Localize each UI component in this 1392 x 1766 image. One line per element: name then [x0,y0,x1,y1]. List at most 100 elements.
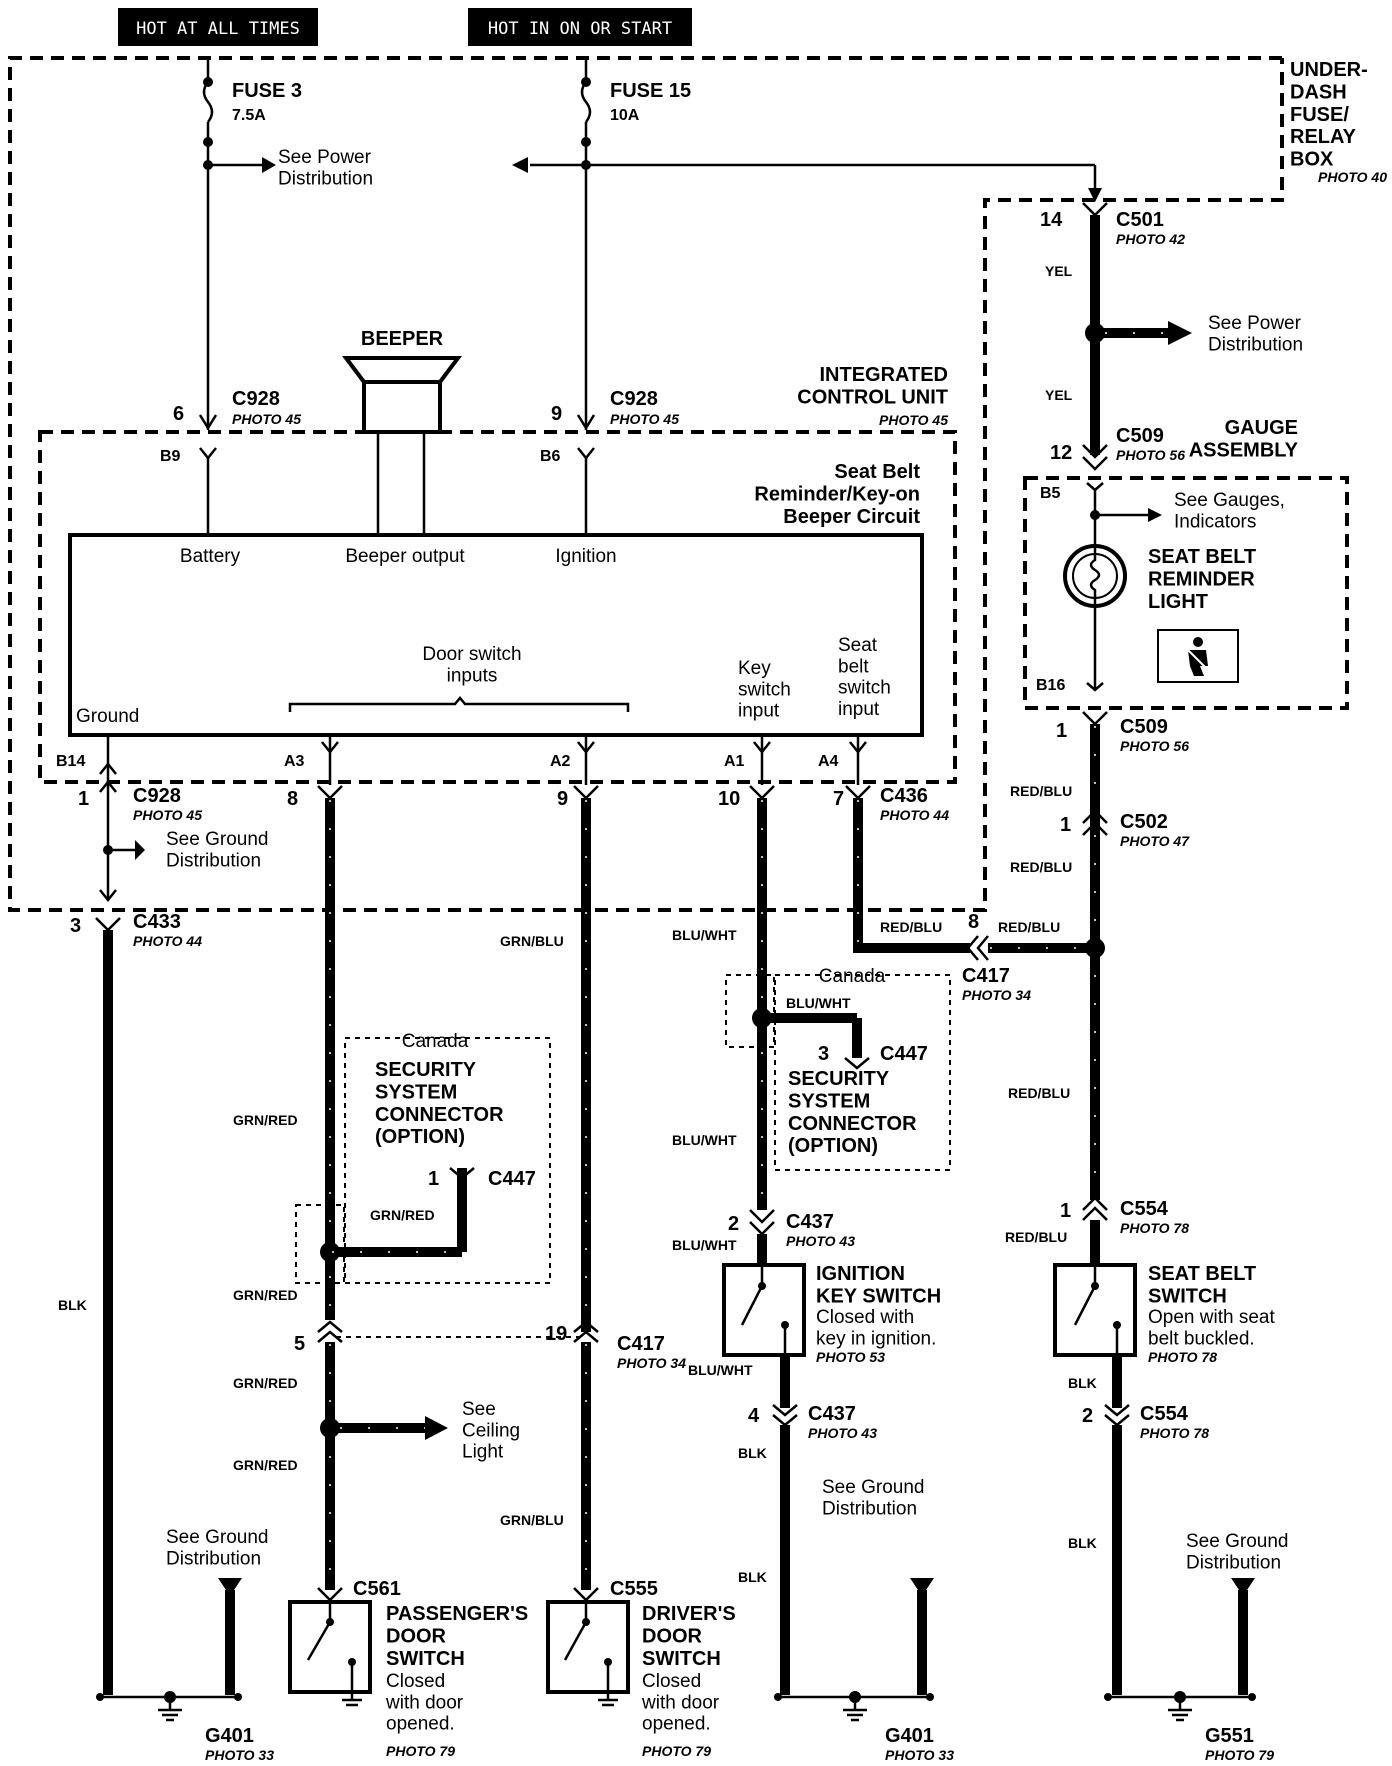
hot-at-all-times-label: HOT AT ALL TIMES [136,19,300,39]
g551-photo: PHOTO 79 [1205,1747,1274,1763]
a2-cavity: 9 [557,788,568,810]
c502-name: C502 [1120,811,1168,833]
c447-right-pin: 3 [818,1043,829,1065]
battery-label: Battery [180,546,241,567]
pin-a4: A4 [818,753,839,770]
fuse-3-rating: 7.5A [232,107,266,124]
c928-left-name: C928 [232,388,280,410]
c554-bottom-name: C554 [1140,1403,1189,1425]
hot-at-all-times-box [118,8,318,46]
icu-photo: PHOTO 45 [879,412,948,428]
c437-bottom-name: C437 [808,1403,856,1425]
seat-belt-indicator-icon [1157,629,1239,683]
pin-b5: B5 [1040,485,1061,502]
blu-wht-label-1: BLU/WHT [672,927,737,943]
driver-door-switch-box [546,1600,630,1694]
c502-photo: PHOTO 47 [1120,833,1190,849]
c501-name: C501 [1116,209,1164,231]
grn-red-label-1: GRN/RED [233,1112,298,1128]
c928-right-photo: PHOTO 45 [610,411,679,427]
c417-mid-pin-left: 5 [294,1333,305,1355]
g551-ground-bus [1104,1691,1256,1722]
beeper-output-label: Beeper output [345,546,465,567]
canada-security-left-tab [295,1204,345,1284]
pin-a3: A3 [284,753,305,770]
fuse-3-name: FUSE 3 [232,80,302,102]
c509-bottom-name: C509 [1120,716,1168,738]
pin-b9: B9 [160,448,181,465]
c509-bottom-photo: PHOTO 56 [1120,738,1189,754]
blk-ignition-label-1: BLK [738,1445,767,1461]
driver-switch-photo: PHOTO 79 [642,1743,711,1759]
blu-wht-label-2: BLU/WHT [786,995,851,1011]
c417-mid-name: C417 [617,1333,665,1355]
pin-b14: B14 [56,753,85,770]
c502-pin: 1 [1060,814,1071,836]
c433-pin: 3 [70,915,81,937]
c447-left-name: C447 [488,1168,536,1190]
grn-red-label-3: GRN/RED [233,1287,298,1303]
fuse-15-rating: 10A [610,107,640,124]
fuse-3 [198,58,276,431]
g401-right-photo: PHOTO 33 [885,1747,954,1763]
grn-blu-label-2: GRN/BLU [500,1512,564,1528]
underdash-box-photo: PHOTO 40 [1318,169,1387,185]
hot-in-on-or-start-box [468,8,692,46]
yel-label-2: YEL [1045,387,1073,403]
beeper-icon [342,356,462,535]
c554-top-pin: 1 [1060,1200,1071,1222]
c509-top-name: C509 [1116,425,1164,447]
grn-blu-label-1: GRN/BLU [500,933,564,949]
hot-in-on-or-start-label: HOT IN ON OR START [488,19,672,39]
passenger-switch-ground [342,1698,362,1707]
c437-top-pin: 2 [728,1213,739,1235]
c437-top-name: C437 [786,1211,834,1233]
c554-bottom-photo: PHOTO 78 [1140,1425,1209,1441]
control-module-box [68,533,924,737]
c417-right-pin: 8 [968,911,979,933]
ground-label: Ground [76,706,139,727]
canada-left-label: Canada [402,1031,469,1052]
c928-left-photo: PHOTO 45 [232,411,301,427]
c501-pin: 14 [1040,209,1063,231]
c437-bottom-pin: 4 [748,1405,760,1427]
red-blu-label-c417: RED/BLU [998,919,1060,935]
c555-name: C555 [610,1578,658,1600]
c417-right-name: C417 [962,965,1010,987]
c447-right-name: C447 [880,1043,928,1065]
c509-bottom-pin: 1 [1056,720,1067,742]
ignition-switch-photo: PHOTO 53 [816,1349,885,1365]
c928-bottom-pin: 1 [78,788,89,810]
yel-label-1: YEL [1045,263,1073,279]
blu-wht-label-5: BLU/WHT [688,1362,753,1378]
c928-right-pin: 9 [551,403,562,425]
pin-b16: B16 [1036,677,1065,694]
c437-bottom-photo: PHOTO 43 [808,1425,877,1441]
g551-name: G551 [1205,1725,1254,1747]
c554-top-photo: PHOTO 78 [1120,1220,1189,1236]
seat-belt-reminder-bulb-icon [1063,544,1127,608]
blk-seat-belt-label-2: BLK [1068,1535,1097,1551]
c509-top-pin: 12 [1050,442,1072,464]
gauge-assembly-outline [1023,476,1349,710]
g401-left-photo: PHOTO 33 [205,1747,274,1763]
red-blu-label-1: RED/BLU [1010,783,1072,799]
canada-security-left-outline [344,1037,551,1284]
fuse-15 [512,58,1102,431]
a3-cavity: 8 [287,788,298,810]
